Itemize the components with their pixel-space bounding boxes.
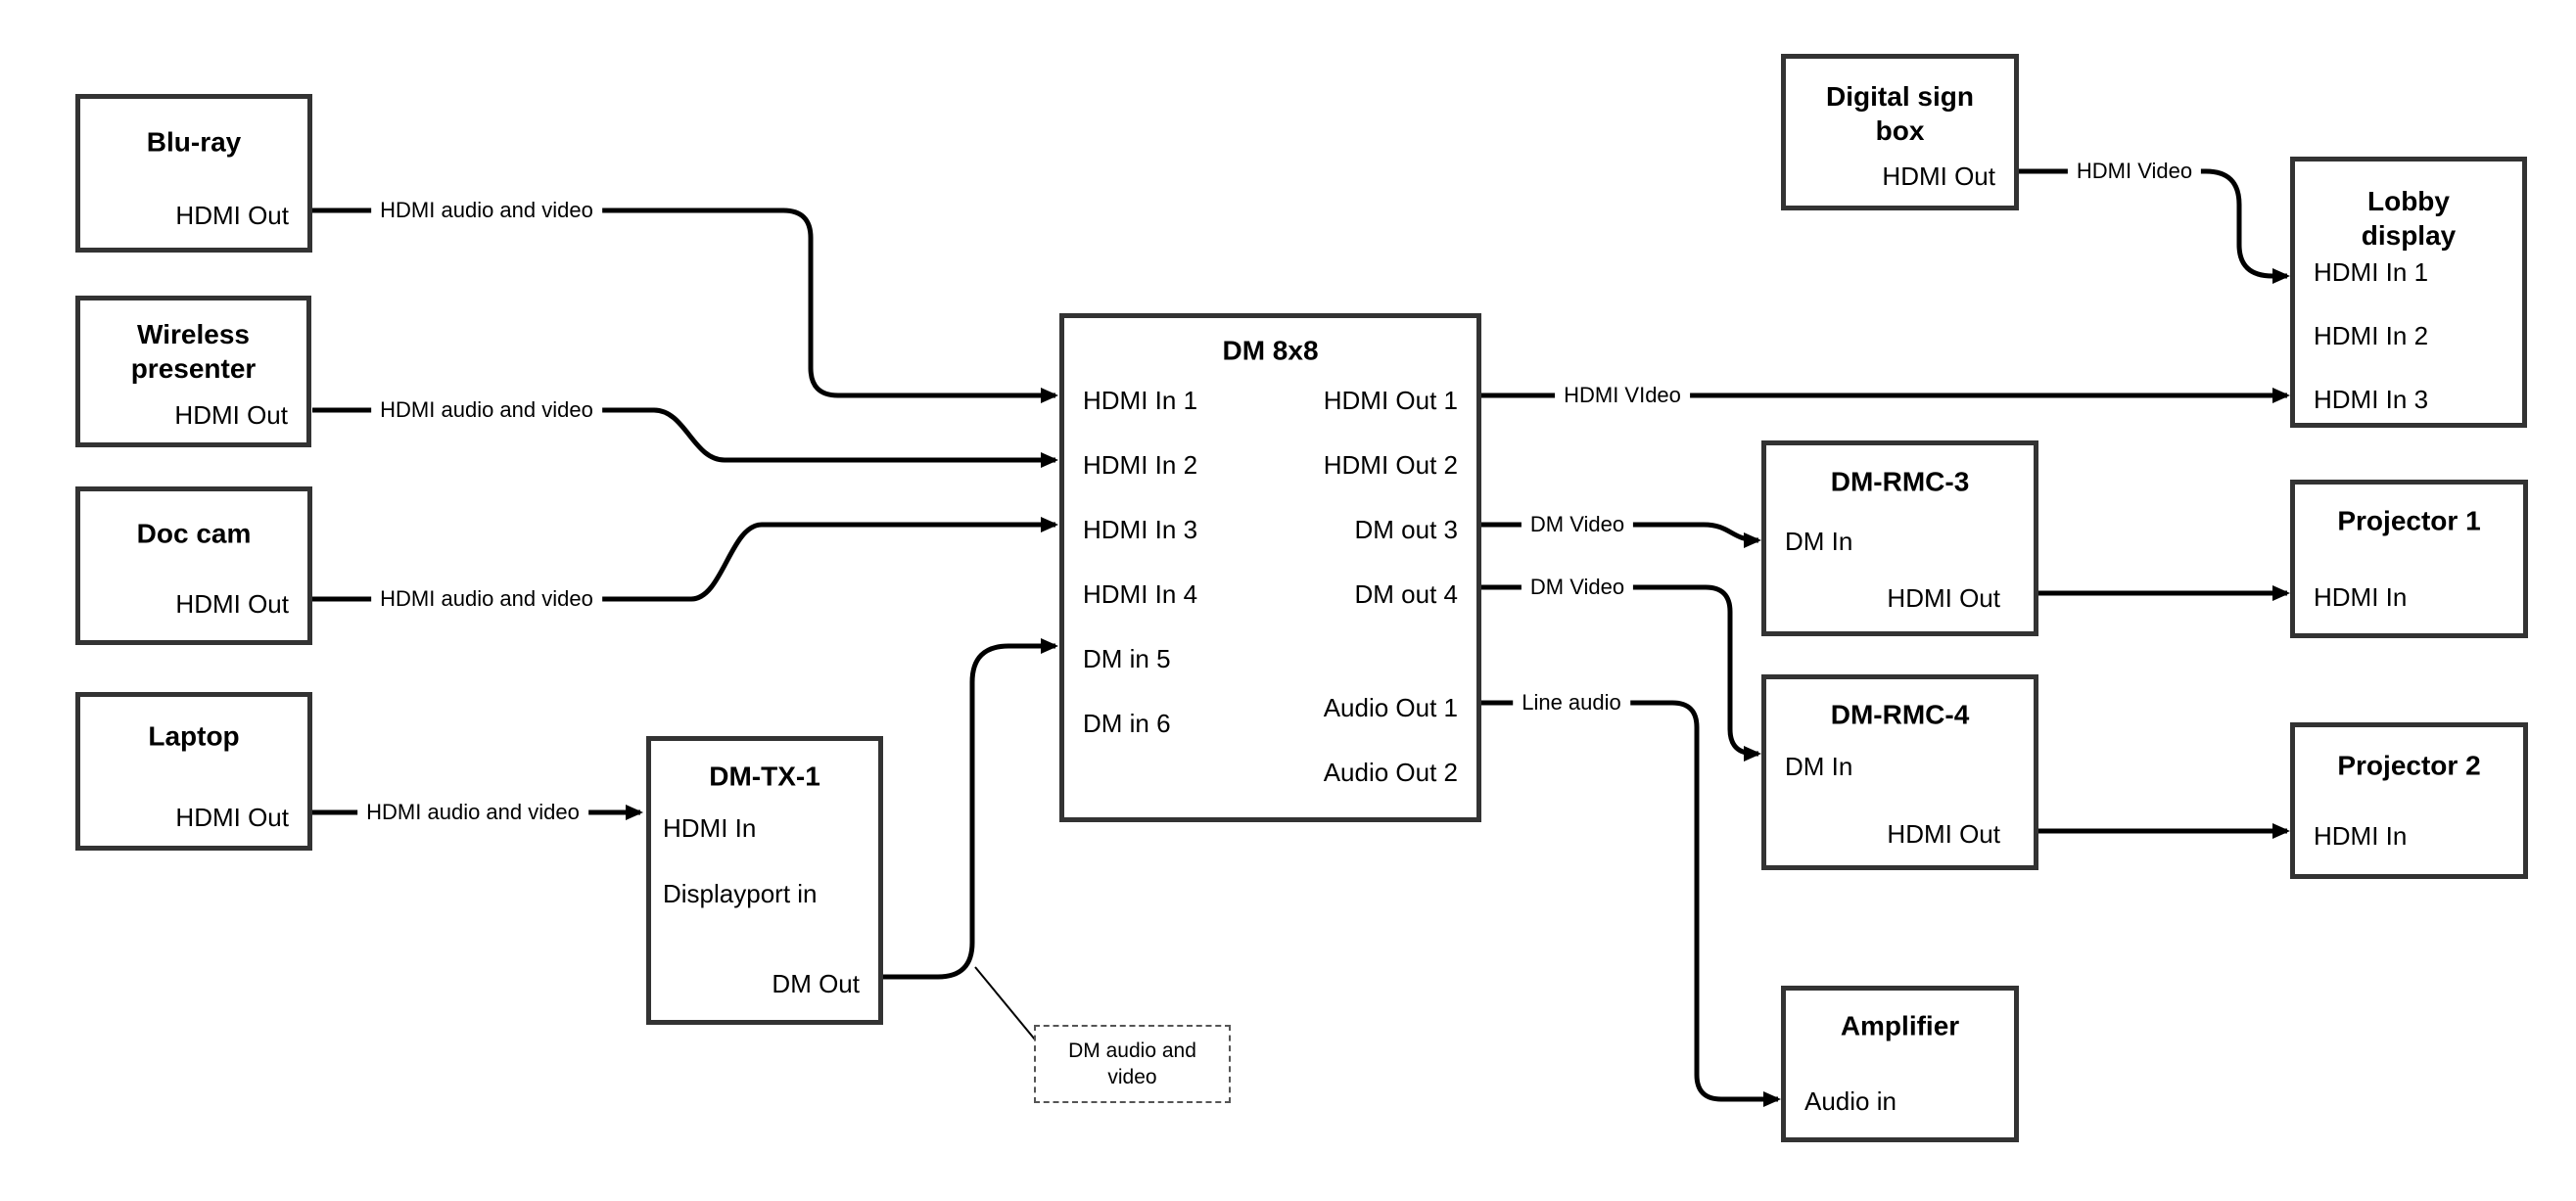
node-title: Digital sign box	[1826, 81, 1974, 146]
port-hdmi-in: HDMI In	[2314, 821, 2408, 851]
wire-label-hdmi-video-sign: HDMI Video	[2067, 159, 2202, 184]
node-title: Lobby display	[2361, 186, 2457, 251]
node-title: DM-RMC-4	[1830, 699, 1970, 730]
port-hdmi-in-4: HDMI In 4	[1083, 579, 1198, 609]
node-title: Projector 2	[2337, 750, 2481, 781]
node-title: Amplifier	[1840, 1010, 1960, 1041]
wire-wireless-to-dm8x8-in2	[312, 407, 1058, 468]
port-hdmi-in: HDMI In	[663, 813, 757, 843]
port-audio-out-2: Audio Out 2	[1323, 758, 1458, 787]
node-dm-rmc-4: DM-RMC-4 DM In HDMI Out	[1761, 674, 2038, 870]
port-hdmi-in: HDMI In	[2314, 582, 2408, 612]
port-displayport-in: Displayport in	[663, 879, 818, 908]
wire-label-hdmi-video-out1: HDMI VIdeo	[1555, 383, 1690, 408]
port-hdmi-in-1: HDMI In 1	[1083, 386, 1198, 415]
wire-digitalsign-to-lobby-in1	[2019, 168, 2290, 284]
node-projector-1: Projector 1 HDMI In	[2290, 480, 2528, 638]
wire-label-hdmi-av-bluray: HDMI audio and video	[371, 198, 602, 223]
node-dm-8x8: DM 8x8 HDMI In 1 HDMI In 2 HDMI In 3 HDM…	[1059, 313, 1481, 822]
wire-label-dm-video-3: DM Video	[1521, 512, 1634, 537]
port-dm-out: DM Out	[772, 969, 860, 998]
port-hdmi-out: HDMI Out	[1887, 819, 2000, 849]
note-dm-audio-and-video: DM audio and video	[1034, 1025, 1231, 1103]
node-doc-cam: Doc cam HDMI Out	[75, 486, 312, 645]
port-hdmi-in-1: HDMI In 1	[2314, 257, 2429, 287]
node-lobby-display: Lobby display HDMI In 1 HDMI In 2 HDMI I…	[2290, 157, 2527, 428]
port-dm-in-5: DM in 5	[1083, 644, 1171, 673]
port-hdmi-out: HDMI Out	[175, 803, 289, 832]
node-laptop: Laptop HDMI Out	[75, 692, 312, 851]
port-hdmi-out-2: HDMI Out 2	[1323, 450, 1458, 480]
node-amplifier: Amplifier Audio in	[1781, 986, 2019, 1142]
port-hdmi-out: HDMI Out	[175, 201, 289, 230]
port-dm-out-4: DM out 4	[1354, 579, 1459, 609]
node-dm-tx-1: DM-TX-1 HDMI In Displayport in DM Out	[646, 736, 883, 1025]
node-title: DM 8x8	[1222, 335, 1319, 366]
port-hdmi-in-3: HDMI In 3	[2314, 385, 2429, 414]
port-dm-in-6: DM in 6	[1083, 709, 1171, 738]
wire-bluray-to-dm8x8-in1	[312, 208, 1058, 403]
port-hdmi-in-2: HDMI In 2	[2314, 321, 2429, 350]
node-title: Doc cam	[136, 518, 252, 549]
wire-dmtx1-dmout-to-dm8x8-in5	[881, 638, 1058, 980]
node-bluray: Blu-ray HDMI Out	[75, 94, 312, 253]
port-dm-out-3: DM out 3	[1354, 515, 1459, 544]
node-title: Wireless presenter	[130, 319, 257, 384]
port-hdmi-in-3: HDMI In 3	[1083, 515, 1198, 544]
wire-dm8x8-out4-to-dmrmc4	[1481, 584, 1761, 762]
port-audio-out-1: Audio Out 1	[1323, 693, 1458, 722]
wire-label-hdmi-av-laptop: HDMI audio and video	[357, 800, 588, 825]
node-dm-rmc-3: DM-RMC-3 DM In HDMI Out	[1761, 440, 2038, 636]
node-wireless-presenter: Wireless presenter HDMI Out	[75, 296, 311, 447]
node-title: DM-TX-1	[709, 761, 820, 792]
wire-label-hdmi-av-wireless: HDMI audio and video	[371, 397, 602, 423]
port-dm-in: DM In	[1785, 752, 1853, 781]
wire-doccam-to-dm8x8-in3	[312, 517, 1058, 602]
port-hdmi-out: HDMI Out	[175, 589, 289, 619]
port-hdmi-out: HDMI Out	[1882, 162, 1995, 191]
wire-label-line-audio: Line audio	[1513, 690, 1630, 716]
note-callout-line	[974, 966, 1036, 1040]
port-dm-in: DM In	[1785, 527, 1853, 556]
port-hdmi-out: HDMI Out	[174, 400, 288, 430]
port-hdmi-in-2: HDMI In 2	[1083, 450, 1198, 480]
wire-label-hdmi-av-doccam: HDMI audio and video	[371, 586, 602, 612]
node-title: DM-RMC-3	[1830, 466, 1970, 497]
port-hdmi-out: HDMI Out	[1887, 583, 2000, 613]
node-digital-sign-box: Digital sign box HDMI Out	[1781, 54, 2019, 210]
port-hdmi-out-1: HDMI Out 1	[1323, 386, 1458, 415]
node-projector-2: Projector 2 HDMI In	[2290, 722, 2528, 879]
wire-label-dm-video-4: DM Video	[1521, 575, 1634, 600]
node-title: Blu-ray	[146, 126, 242, 158]
wire-dm8x8-out3-to-dmrmc3	[1481, 522, 1761, 548]
wire-dm8x8-audio1-to-amplifier	[1481, 700, 1781, 1107]
node-title: Projector 1	[2337, 505, 2481, 536]
node-title: Laptop	[148, 720, 240, 752]
port-audio-in: Audio in	[1804, 1086, 1897, 1116]
